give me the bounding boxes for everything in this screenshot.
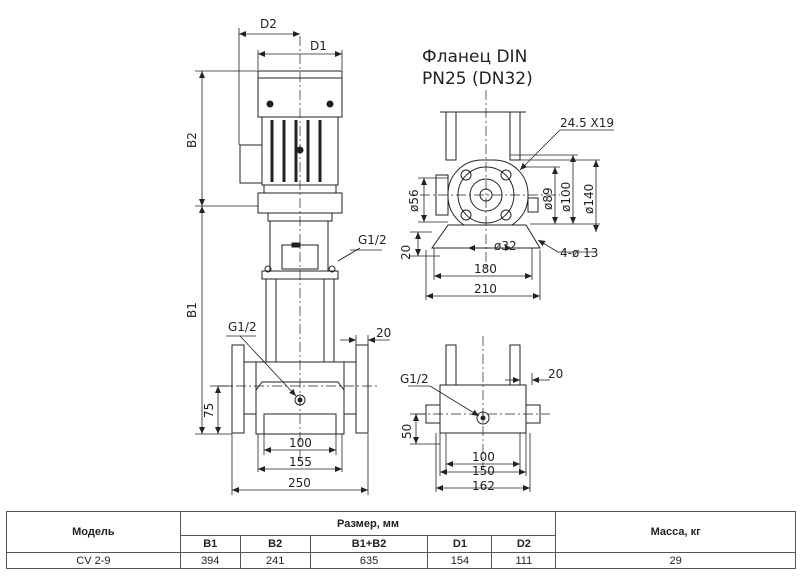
header-b1: B1 [179,535,241,553]
label-g12-top: G1/2 [358,233,387,247]
label-holes: 4-ø 13 [560,246,598,260]
label-20-side: 20 [548,367,563,381]
label-210: 210 [474,282,497,296]
cell-b2: 241 [239,552,311,569]
label-100-side: 100 [472,450,495,464]
flange-dimensions [410,129,614,300]
label-20-flange: 20 [399,245,413,260]
cell-model: CV 2-9 [6,552,181,569]
side-view [415,336,550,470]
spec-table: Модель Размер, мм Масса, кг B1 B2 B1+B2 … [6,511,796,569]
label-g12-side: G1/2 [400,372,429,386]
cell-d1: 154 [427,552,493,569]
header-model: Модель [6,511,181,553]
label-g12-front: G1/2 [228,320,257,334]
label-150: 150 [472,464,495,478]
header-size: Размер, мм [179,511,557,536]
label-dia100: ø100 [559,182,573,212]
header-d1: D1 [427,535,493,553]
label-dia89: ø89 [541,187,555,210]
header-b1b2: B1+B2 [309,535,429,553]
label-dia56: ø56 [407,189,421,212]
front-dimensions [195,28,390,495]
label-dia140: ø140 [582,184,596,214]
label-162: 162 [472,479,495,493]
label-b1: B1 [185,302,199,318]
label-dia32: ø32 [494,239,517,253]
cell-b1b2: 635 [309,552,429,569]
label-50: 50 [400,424,414,439]
cell-b1: 394 [179,552,241,569]
label-75: 75 [202,403,216,418]
label-b2: B2 [185,132,199,148]
label-250: 250 [288,476,311,490]
table-row: CV 2-9 394 241 635 154 111 29 [6,552,796,569]
front-view [218,36,380,462]
label-d1: D1 [310,39,327,53]
cell-mass: 29 [555,552,796,569]
flange-title-line1: Фланец DIN [422,47,528,67]
header-d2: D2 [491,535,557,553]
label-bolt: 24.5 X19 [560,116,614,130]
header-mass: Масса, кг [555,511,796,553]
label-100-front: 100 [289,436,312,450]
pump-dimension-drawing: D2 D1 B2 B1 G1/2 G1/2 20 75 100 155 250 … [185,17,614,495]
side-dimensions [408,373,550,492]
label-20-front: 20 [376,326,391,340]
flange-title: Фланец DIN PN25 (DN32) [422,46,533,90]
flange-title-line2: PN25 (DN32) [422,69,533,89]
cell-d2: 111 [491,552,557,569]
flange-view [420,90,560,270]
label-d2: D2 [260,17,277,31]
label-180: 180 [474,262,497,276]
header-b2: B2 [239,535,311,553]
label-155: 155 [289,455,312,469]
